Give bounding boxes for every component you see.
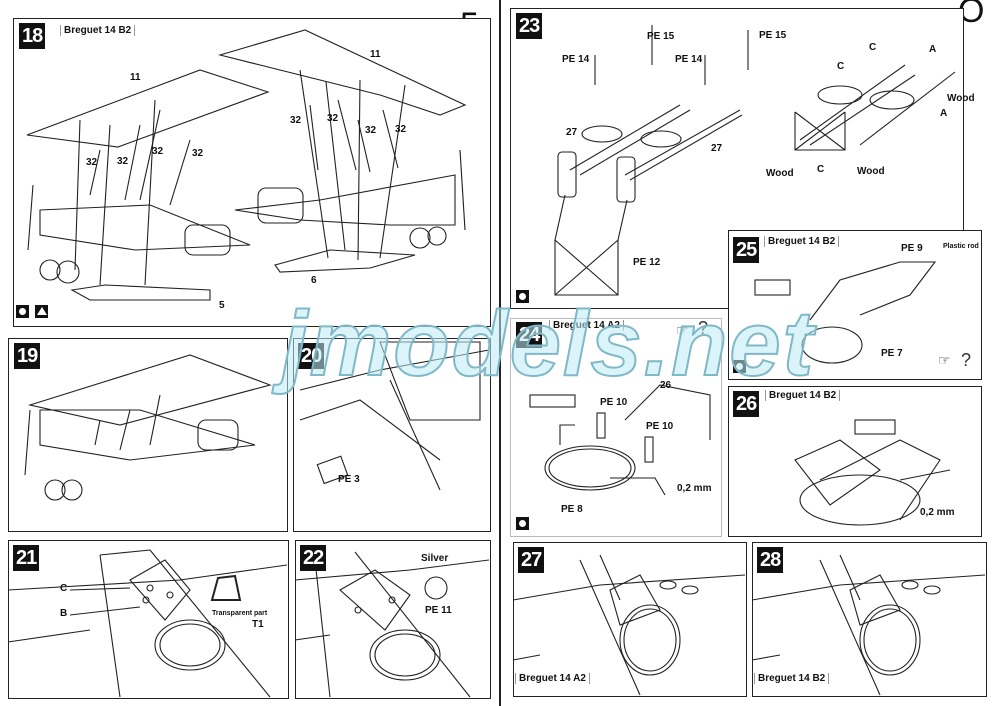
part-label: 27 — [566, 127, 578, 138]
step-number-22: 22 — [300, 545, 327, 571]
hand-pointer-icon: ☞ — [676, 322, 689, 338]
part-label: Wood — [857, 166, 885, 177]
part-label: C — [817, 164, 825, 175]
part-label: PE 10 — [600, 397, 628, 408]
step-number-27: 27 — [518, 547, 545, 573]
part-label: 26 — [660, 380, 672, 391]
part-label: 5 — [219, 300, 225, 311]
part-label: 11 — [130, 72, 141, 83]
part-label: B — [60, 608, 68, 619]
part-label: 32 — [290, 115, 302, 126]
step-25-title: Breguet 14 B2 — [764, 236, 840, 247]
part-label: 11 — [370, 49, 381, 60]
circle-symbol-icon — [516, 290, 529, 303]
triangle-symbol-icon — [35, 305, 48, 318]
part-label: 32 — [152, 146, 164, 157]
part-label: C — [60, 583, 68, 594]
circle-symbol-icon — [733, 360, 746, 373]
part-label: PE 11 — [425, 605, 452, 616]
part-label: PE 15 — [759, 30, 787, 41]
step-number-28: 28 — [757, 547, 784, 573]
part-label: C — [869, 42, 877, 53]
part-label: 6 — [311, 275, 317, 286]
part-label: 0,2 mm — [677, 483, 712, 494]
step-18-title: Breguet 14 B2 — [60, 25, 136, 36]
step-number-20: 20 — [298, 343, 325, 369]
part-label: PE 14 — [675, 54, 703, 65]
circle-symbol-icon — [16, 305, 29, 318]
step-24-panel — [510, 318, 722, 537]
part-label: PE 14 — [562, 54, 590, 65]
help-question-icon: ? — [698, 318, 709, 338]
part-label: Wood — [766, 168, 794, 179]
step-number-19: 19 — [14, 343, 41, 369]
step-26-title: Breguet 14 B2 — [765, 390, 841, 401]
part-label: PE 15 — [647, 31, 675, 42]
step-21-panel — [8, 540, 289, 699]
page-divider — [499, 0, 501, 706]
part-label: C — [837, 61, 845, 72]
part-label: A — [929, 44, 937, 55]
part-label: 0,2 mm — [920, 507, 955, 518]
hand-pointer-icon: ☞ — [938, 352, 951, 368]
part-label: 27 — [711, 143, 723, 154]
part-label: PE 7 — [881, 348, 903, 359]
step-number-25: 25 — [733, 237, 760, 263]
step-27-title: Breguet 14 A2 — [515, 673, 590, 684]
step-24-title: Breguet 14 A2 — [549, 320, 624, 331]
help-question-icon: ? — [961, 350, 972, 370]
part-label: A — [940, 108, 948, 119]
part-label: PE 8 — [561, 504, 583, 515]
part-label: Plastic rod — [943, 243, 979, 250]
part-label: Transparent part — [212, 610, 268, 617]
part-label: 32 — [192, 148, 204, 159]
step-18-panel — [13, 18, 491, 327]
part-label: T1 — [252, 619, 264, 630]
step-number-23: 23 — [516, 13, 543, 39]
step-28-title: Breguet 14 B2 — [754, 673, 830, 684]
step-19-panel — [8, 338, 288, 532]
part-label: 32 — [365, 125, 377, 136]
part-label: 32 — [86, 157, 98, 168]
circle-symbol-icon — [516, 517, 529, 530]
part-label: PE 9 — [901, 243, 923, 254]
step-number-18: 18 — [19, 23, 46, 49]
part-label: PE 3 — [338, 474, 360, 485]
step-number-24: 24 — [516, 322, 543, 348]
step-number-26: 26 — [733, 391, 760, 417]
part-label: Wood — [947, 93, 975, 104]
part-label: PE 12 — [633, 257, 661, 268]
part-label: PE 10 — [646, 421, 674, 432]
part-label: Silver — [421, 553, 449, 564]
part-label: 32 — [395, 124, 407, 135]
part-label: 32 — [117, 156, 129, 167]
step-number-21: 21 — [13, 545, 40, 571]
part-label: 32 — [327, 113, 339, 124]
